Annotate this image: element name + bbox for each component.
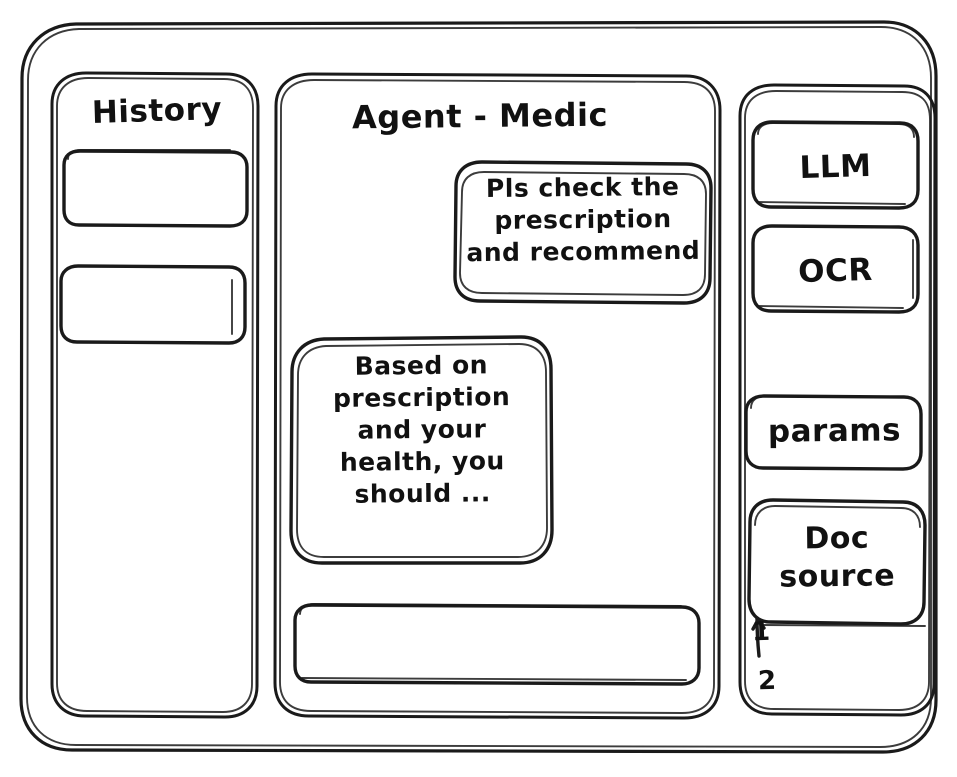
history-item-2-outline	[59, 264, 247, 345]
agent-message-text: Based on prescription and your health, y…	[332, 350, 511, 509]
tool-ocr-outline	[751, 224, 920, 314]
history-item-2-label[interactable]	[68, 290, 238, 293]
tool-llm-outline	[751, 120, 920, 210]
tool-llm-label[interactable]: LLM	[798, 147, 872, 187]
doc-source-item-1-tick	[751, 616, 926, 658]
history-item-1-outline	[62, 149, 249, 228]
doc-source-label[interactable]: Doc source	[779, 520, 896, 595]
user-message-outline	[453, 160, 713, 305]
agent-message-outline	[289, 335, 554, 565]
history-panel-outline	[50, 71, 260, 719]
page-title: Agent - Medic	[351, 95, 609, 137]
params-outline	[744, 394, 923, 471]
history-item-1-label[interactable]	[70, 173, 240, 176]
tools-panel-outline	[738, 83, 937, 717]
tool-ocr-label[interactable]: OCR	[797, 251, 874, 291]
chat-panel-outline	[273, 72, 722, 720]
params-label[interactable]: params	[767, 412, 902, 450]
doc-source-item-1[interactable]: 1	[751, 616, 772, 648]
history-title: History	[91, 90, 223, 132]
user-message-text: Pls check the prescription and recommend	[466, 171, 701, 268]
composer-outline	[293, 603, 701, 686]
doc-source-item-2[interactable]: 2	[757, 665, 778, 697]
